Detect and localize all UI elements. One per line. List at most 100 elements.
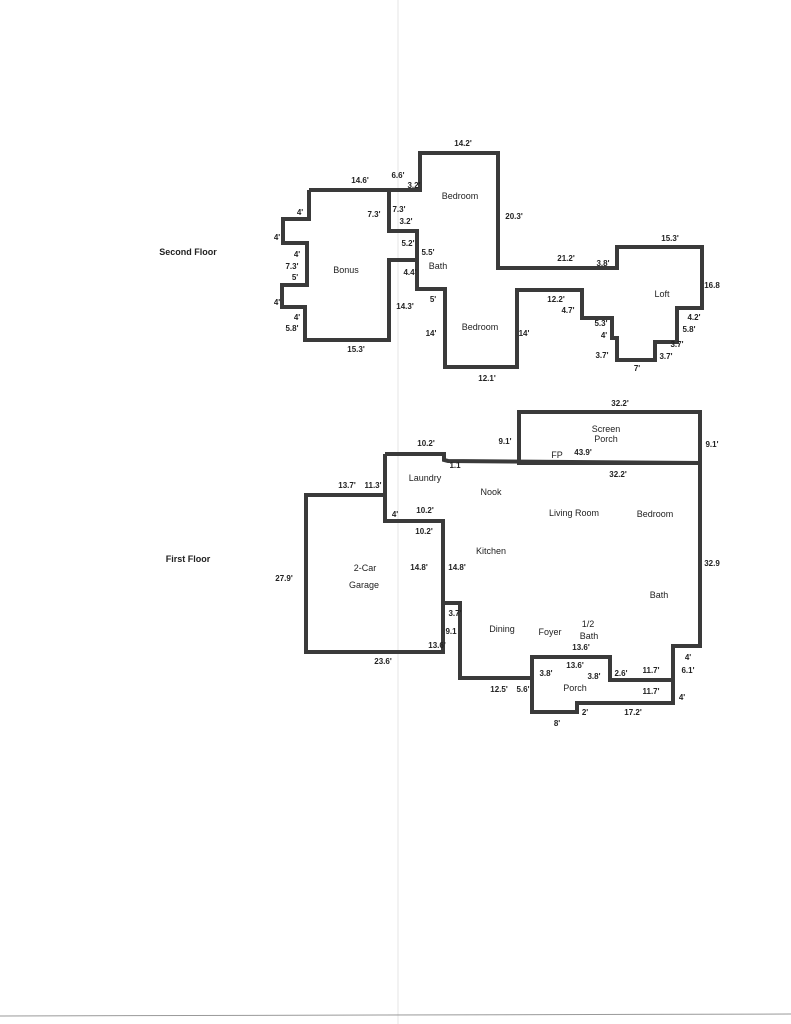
room-label: 1/2 [582, 619, 595, 629]
dimension-label: 5.2' [401, 239, 414, 248]
dimension-label: 6.1' [681, 666, 694, 675]
dimension-label: 4' [601, 331, 607, 340]
room-label: Bedroom [637, 509, 674, 519]
room-label: Porch [563, 683, 587, 693]
dimension-label: 12.2' [547, 295, 565, 304]
dimension-label: 32.2' [609, 470, 627, 479]
dimension-label: 4' [294, 313, 300, 322]
room-label: Dining [489, 624, 515, 634]
dimension-label: 3.8' [587, 672, 600, 681]
room-label: Bedroom [442, 191, 479, 201]
first-floor: First Floor Screen Porch FP Laundry Nook… [166, 399, 721, 728]
dimension-label: 5.8' [285, 324, 298, 333]
dimension-label: 3.2' [399, 217, 412, 226]
dimension-label: 10.2' [415, 527, 433, 536]
dimension-label: 3.8' [596, 259, 609, 268]
dimension-label: 32.2' [611, 399, 629, 408]
room-label: Porch [594, 434, 618, 444]
dimension-label: 2.6' [614, 669, 627, 678]
second-floor-title: Second Floor [159, 247, 217, 257]
dimension-label: 17.2' [624, 708, 642, 717]
second-floor-outline [280, 151, 704, 369]
room-label: Garage [349, 580, 379, 590]
dimension-label: 13.7' [338, 481, 356, 490]
dimension-label: 4' [274, 298, 280, 307]
dimension-label: 5.6' [516, 685, 529, 694]
room-label: Laundry [409, 473, 442, 483]
room-label: FP [551, 450, 563, 460]
dimension-label: 1.1 [449, 461, 461, 470]
dimension-label: 4.7' [561, 306, 574, 315]
dimension-label: 14.8' [410, 563, 428, 572]
room-label: Bonus [333, 265, 359, 275]
dimension-label: 13.6' [428, 641, 446, 650]
dimension-label: 20.3' [505, 212, 523, 221]
dimension-label: 11.3' [364, 481, 381, 490]
dimension-label: 27.9' [275, 574, 293, 583]
dimension-label: 5' [430, 295, 436, 304]
room-label: Bath [650, 590, 669, 600]
dimension-label: 3.7' [659, 352, 672, 361]
dimension-label: 13.6' [572, 643, 590, 652]
room-label: Bath [429, 261, 448, 271]
scan-edge [0, 1013, 791, 1017]
dimension-label: 32.9 [704, 559, 720, 568]
dimension-label: 11.7' [642, 666, 659, 675]
dimension-label: 15.3' [347, 345, 365, 354]
dimension-label: 14' [519, 329, 530, 338]
dimension-label: 7' [634, 364, 640, 373]
dimension-label: 23.6' [374, 657, 392, 666]
dimension-label: 21.2' [557, 254, 575, 263]
dimension-label: 43.9' [574, 448, 592, 457]
dimension-label: 4' [685, 653, 691, 662]
room-label: Loft [654, 289, 670, 299]
dimension-label: 3.2' [407, 181, 420, 190]
room-label: Foyer [538, 627, 561, 637]
first-floor-title: First Floor [166, 554, 211, 564]
dimension-label: 7.3' [367, 210, 380, 219]
dimension-label: 14' [426, 329, 437, 338]
bonus-bath-wall [387, 190, 419, 262]
room-label: Nook [480, 487, 502, 497]
dimension-label: 5' [292, 273, 298, 282]
dimension-label: 4' [392, 510, 398, 519]
first-floor-outline [385, 452, 702, 714]
second-floor: Second Floor Bedroom Bath Bonus Loft Bed… [159, 139, 720, 383]
dimension-label: 5.8' [682, 325, 695, 334]
dimension-label: 14.3' [396, 302, 414, 311]
dimension-label: 3.8' [539, 669, 552, 678]
dimension-label: 14.6' [351, 176, 369, 185]
dimension-label: 15.3' [661, 234, 679, 243]
room-label: Living Room [549, 508, 599, 518]
dimension-label: 7.3' [392, 205, 405, 214]
dimension-label: 2' [582, 708, 588, 717]
garage-outline [304, 493, 445, 654]
dimension-label: 9.1' [498, 437, 511, 446]
room-label: Kitchen [476, 546, 506, 556]
dimension-label: 14.2' [454, 139, 472, 148]
dimension-label: 4' [274, 233, 280, 242]
room-label: Screen [592, 424, 621, 434]
dimension-label: 12.1' [478, 374, 496, 383]
dimension-label: 5.5' [421, 248, 434, 257]
dimension-label: 4' [679, 693, 685, 702]
dimension-label: 7.3' [285, 262, 298, 271]
dimension-label: 6.6' [391, 171, 404, 180]
room-label: Bedroom [462, 322, 499, 332]
dimension-label: 10.2' [416, 506, 434, 515]
room-label: Bath [580, 631, 599, 641]
room-label: 2-Car [354, 563, 377, 573]
dimension-label: 4.4' [403, 268, 416, 277]
dimension-label: 4' [297, 208, 303, 217]
dimension-label: 14.8' [448, 563, 466, 572]
dimension-label: 12.5' [490, 685, 508, 694]
dimension-label: 9.1 [445, 627, 457, 636]
dimension-label: 8' [554, 719, 560, 728]
dimension-label: 11.7' [642, 687, 659, 696]
dimension-label: 4.2' [687, 313, 700, 322]
dimension-label: 3.7' [448, 609, 461, 618]
dimension-label: 9.1' [705, 440, 718, 449]
dimension-label: 13.6' [566, 661, 584, 670]
dimension-label: 5.3' [594, 319, 607, 328]
